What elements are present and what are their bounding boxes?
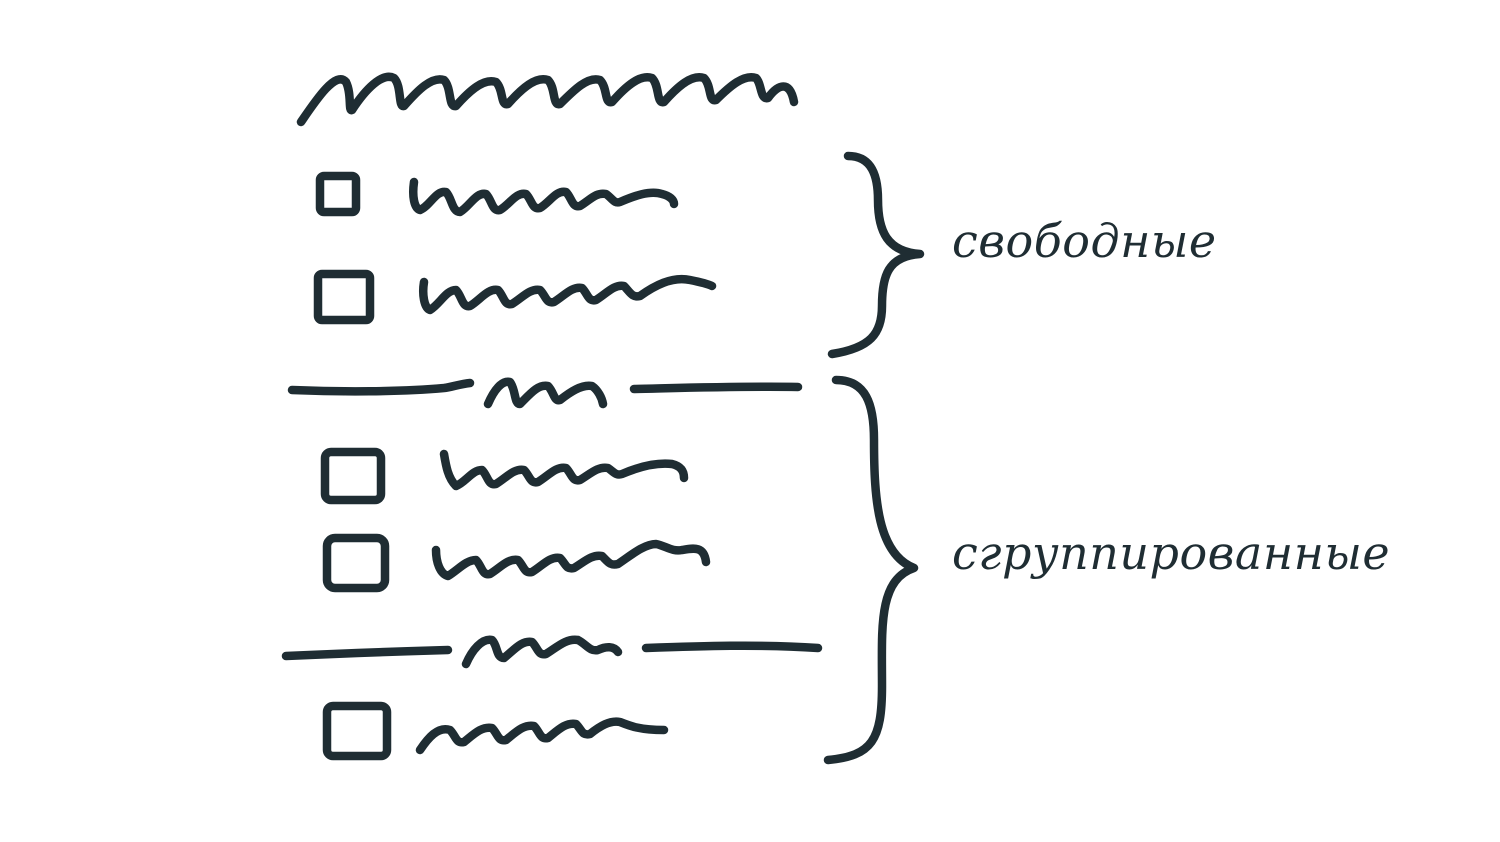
grouped-group-brace-icon bbox=[823, 375, 919, 765]
section-1-divider-right bbox=[629, 382, 803, 394]
free-group-brace-icon bbox=[827, 151, 925, 359]
grouped-group-label: сгруппированные bbox=[952, 526, 1391, 580]
free-item-1-text-scribble bbox=[409, 177, 679, 217]
section-2-divider-left bbox=[281, 645, 453, 661]
section-1-item-2-text-scribble bbox=[431, 539, 711, 581]
free-item-2-checkbox-icon bbox=[313, 269, 375, 325]
section-1-item-1-checkbox-icon bbox=[320, 447, 386, 505]
section-2-divider-right bbox=[641, 641, 823, 653]
section-1-divider-left bbox=[287, 378, 475, 396]
section-1-item-2-checkbox-icon bbox=[322, 533, 390, 593]
section-2-item-1-text-scribble bbox=[415, 717, 669, 755]
section-1-header-scribble bbox=[483, 377, 608, 409]
title-scribble bbox=[296, 72, 799, 127]
section-1-item-1-text-scribble bbox=[439, 449, 689, 491]
free-item-1-checkbox-icon bbox=[315, 171, 361, 217]
section-2-item-1-checkbox-icon bbox=[322, 701, 392, 761]
free-group-label: свободные bbox=[952, 214, 1217, 268]
section-2-header-scribble bbox=[461, 635, 623, 669]
free-item-2-text-scribble bbox=[419, 274, 717, 315]
